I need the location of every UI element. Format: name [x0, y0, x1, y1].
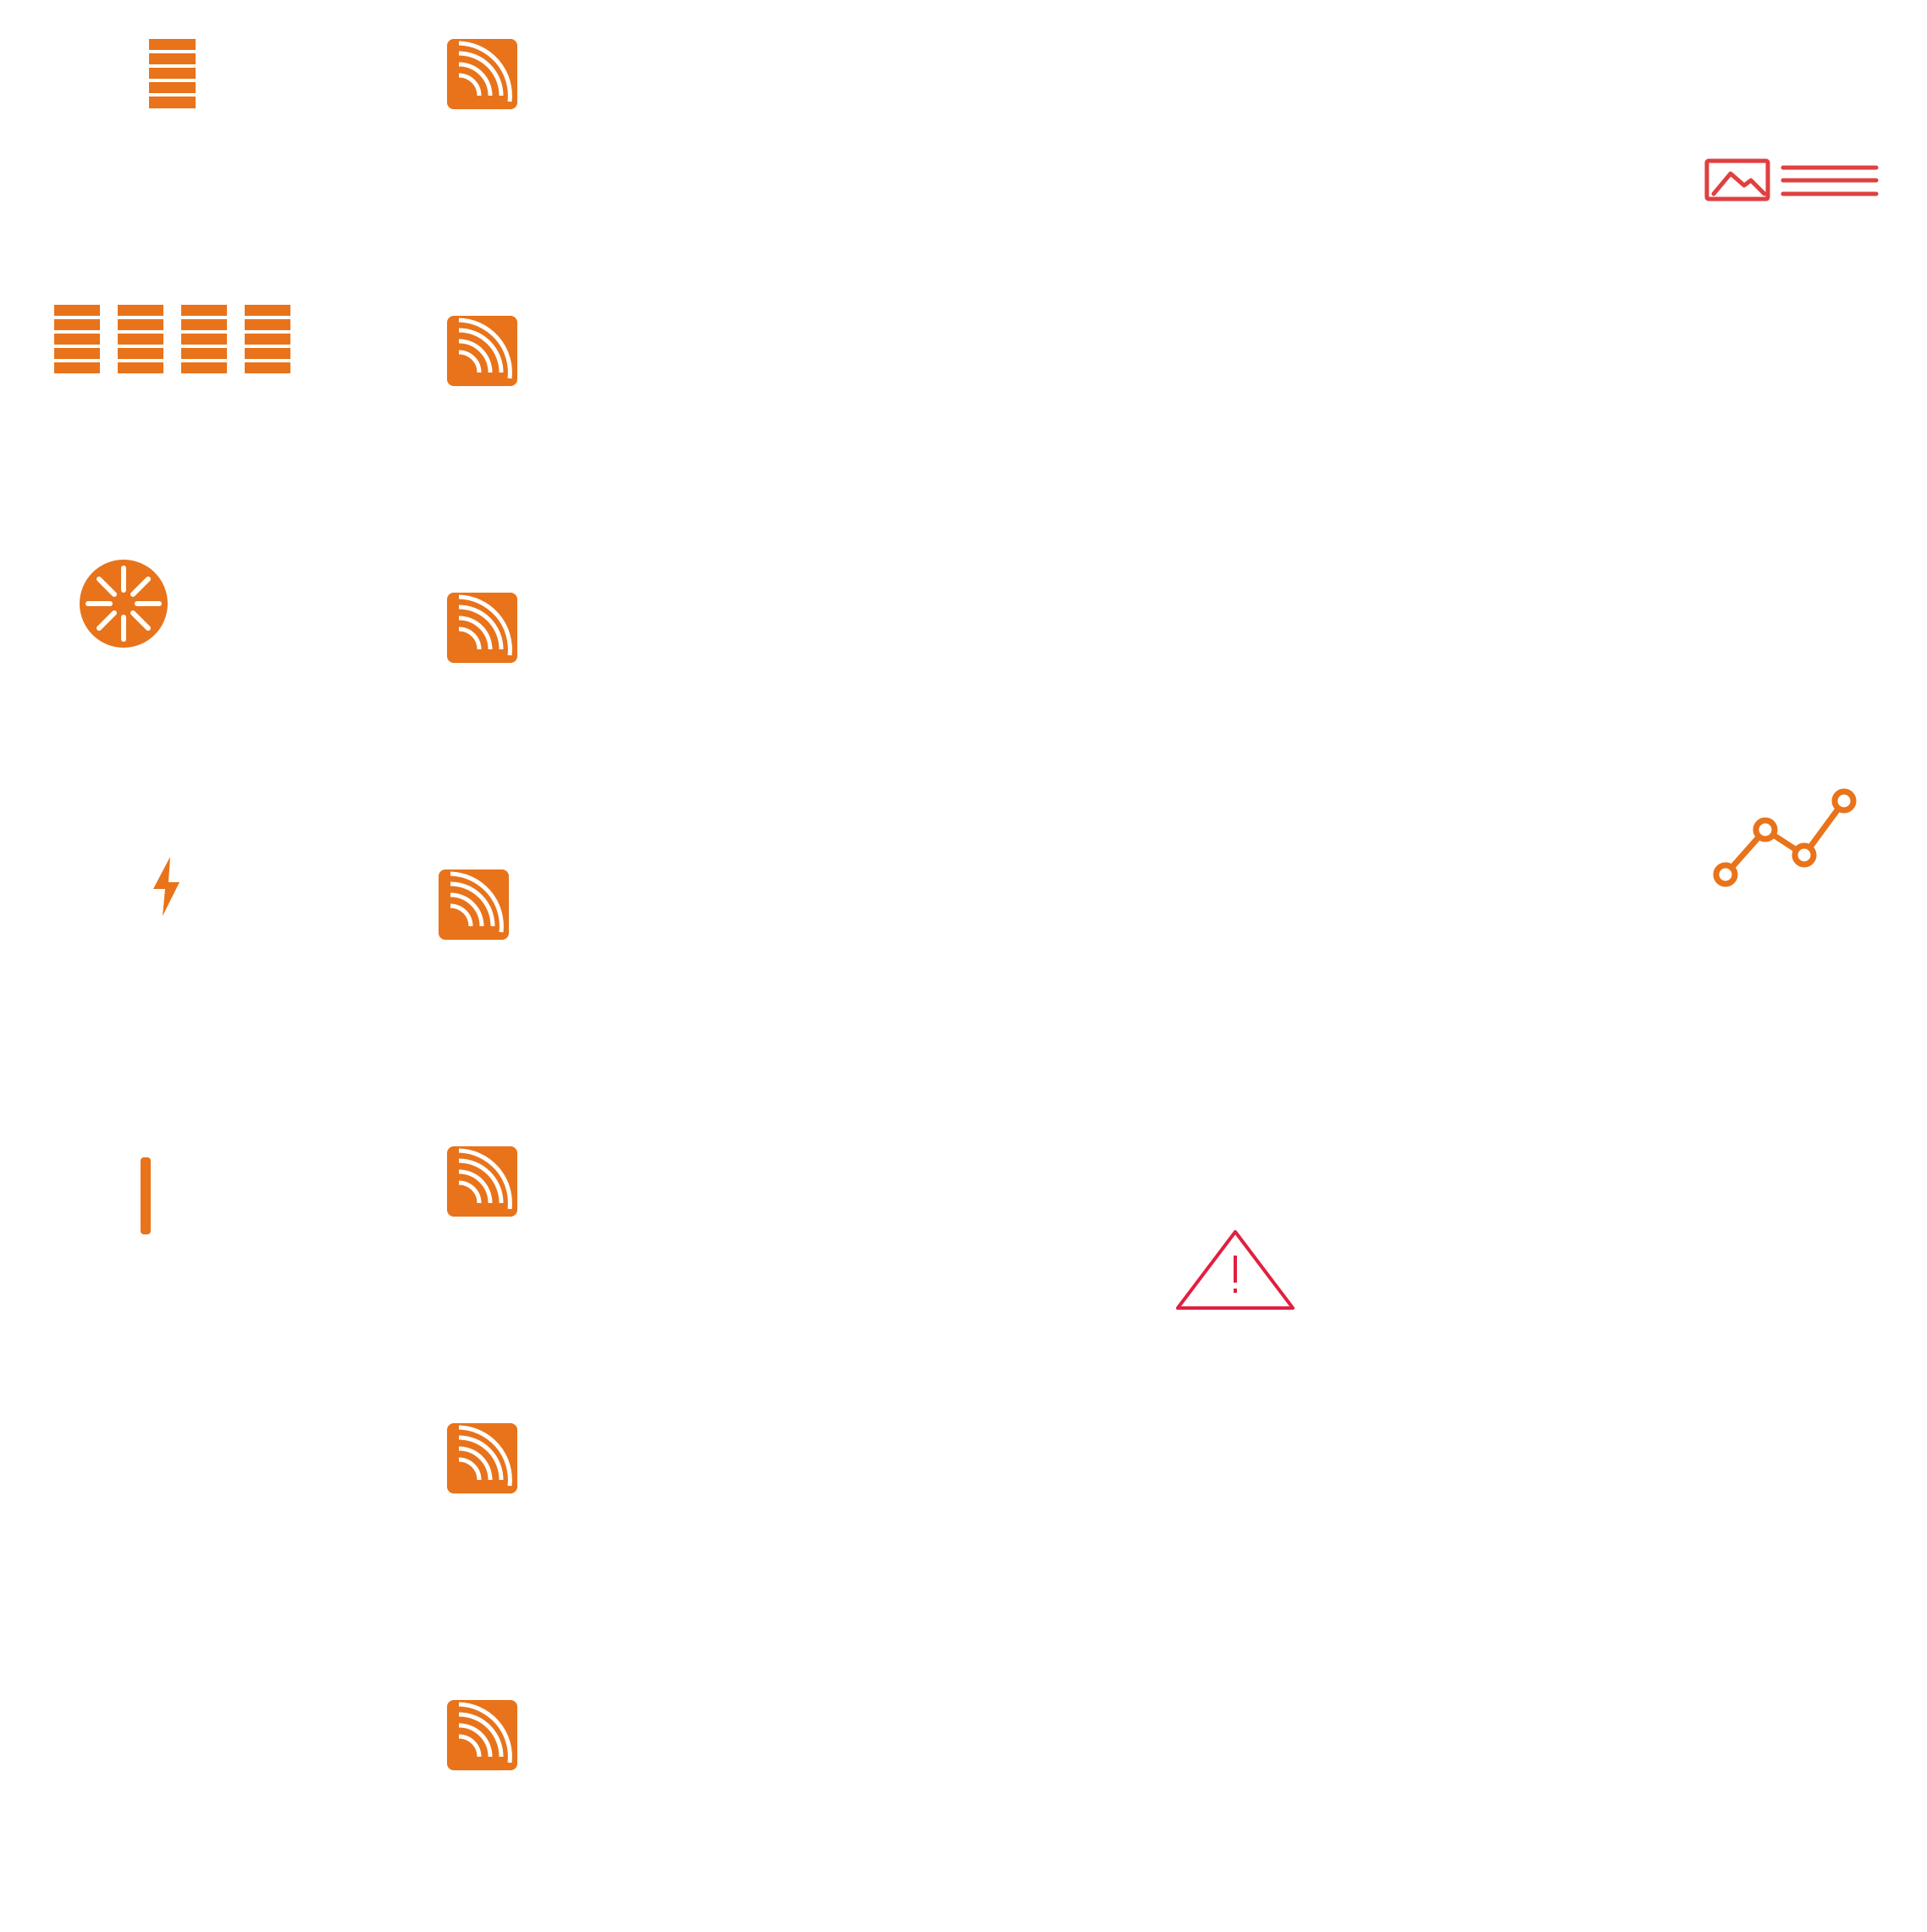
rss-feed-icon — [439, 869, 509, 940]
rss-feed-icon — [447, 39, 517, 109]
single-stack-icon — [149, 39, 196, 108]
quad-stack-icon — [54, 305, 290, 373]
rss-feed-icon — [447, 593, 517, 663]
line-chart-icon — [1713, 788, 1857, 887]
rss-feed-icon — [447, 1146, 517, 1217]
rss-feed-icon — [447, 316, 517, 386]
asterisk-circle-icon — [80, 560, 168, 648]
vertical-bar-icon — [141, 1157, 151, 1234]
rss-feed-icon — [447, 1700, 517, 1770]
lightning-bolt-icon — [153, 857, 179, 916]
image-with-text-icon — [1704, 158, 1879, 201]
rss-feed-icon — [447, 1423, 517, 1493]
warning-triangle-icon — [1176, 1230, 1295, 1310]
